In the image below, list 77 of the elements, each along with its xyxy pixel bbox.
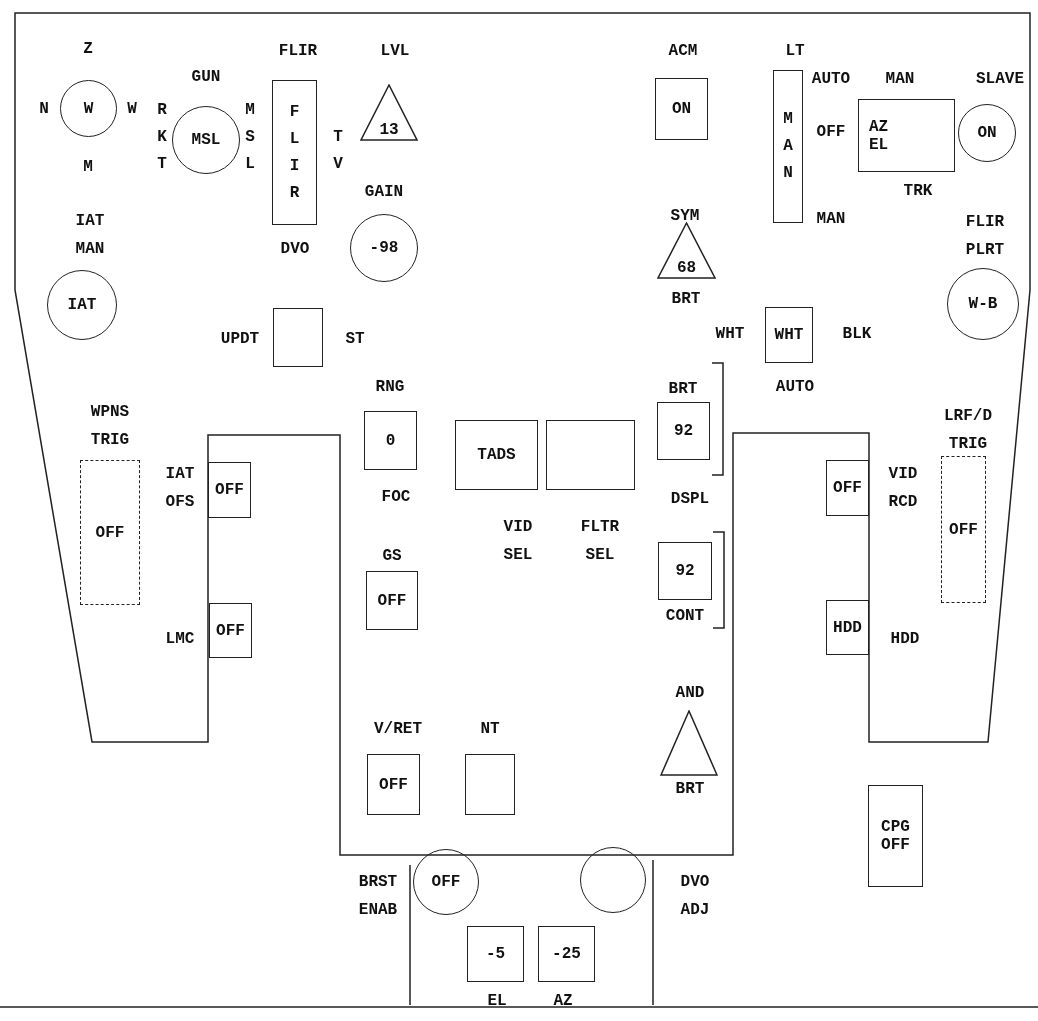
control-label: MAN <box>816 210 846 228</box>
trigger-guard-switch: OFF <box>80 460 140 605</box>
control-label: LT <box>785 42 805 60</box>
control-label: BRST ENAB <box>357 872 399 921</box>
control-label: WHT <box>715 325 745 343</box>
control-label: AZ <box>553 992 573 1010</box>
triangle-knob: 13 <box>360 84 418 141</box>
switch-button: OFF <box>208 462 251 518</box>
switch-button: OFF <box>826 460 869 516</box>
control-label: SYM <box>670 207 700 225</box>
control-label: BRT <box>671 290 701 308</box>
control-label: N <box>39 100 49 118</box>
control-label: AND <box>675 684 705 702</box>
control-label: OFF <box>816 123 846 141</box>
switch-button <box>465 754 515 815</box>
switch-button: 92 <box>657 402 710 460</box>
control-label: NT <box>480 720 500 738</box>
control-label: LMC <box>165 630 195 648</box>
switch-button <box>273 308 323 367</box>
control-label: M S L <box>245 100 255 175</box>
control-label: WPNS TRIG <box>89 402 131 451</box>
switch-button: TADS <box>455 420 538 490</box>
control-label: FLIR <box>278 42 318 60</box>
switch-button: OFF <box>209 603 252 658</box>
control-label: ACM <box>668 42 698 60</box>
control-label: RNG <box>375 378 405 396</box>
control-label: BLK <box>842 325 872 343</box>
triangle-knob <box>660 710 718 776</box>
control-label: V/RET <box>374 720 422 738</box>
switch-button: 0 <box>364 411 417 470</box>
control-label: DSPL <box>670 490 710 508</box>
control-label: GS <box>382 547 402 565</box>
switch-button: OFF <box>367 754 420 815</box>
control-label: LRF/D TRIG <box>943 406 993 455</box>
switch-button <box>546 420 635 490</box>
control-label: W <box>127 100 137 118</box>
switch-button: HDD <box>826 600 869 655</box>
switch-button: WHT <box>765 307 813 363</box>
control-label: Z <box>83 40 93 58</box>
switch-button: 92 <box>658 542 712 600</box>
control-label: LVL <box>380 42 410 60</box>
triangle-knob: 68 <box>657 222 716 279</box>
control-label: BRT <box>675 780 705 798</box>
control-label: UPDT <box>220 330 260 348</box>
switch-button: F L I R <box>272 80 317 225</box>
control-label: GAIN <box>364 183 404 201</box>
control-label: BRT <box>668 380 698 398</box>
control-label: IAT MAN <box>74 211 106 260</box>
control-label: AUTO <box>811 70 851 88</box>
switch-button: OFF <box>366 571 418 630</box>
control-label: MAN <box>885 70 915 88</box>
switch-button: AZ EL <box>858 99 955 172</box>
control-label: VID RCD <box>887 464 919 513</box>
control-label: CONT <box>665 607 705 625</box>
control-label: M <box>83 158 93 176</box>
control-label: TRK <box>903 182 933 200</box>
control-label: ST <box>345 330 365 348</box>
control-label: GUN <box>191 68 221 86</box>
control-label: FOC <box>381 488 411 506</box>
control-label: HDD <box>890 630 920 648</box>
control-label: T V <box>333 127 343 175</box>
control-label: FLTR SEL <box>579 517 621 566</box>
control-label: IAT OFS <box>164 464 196 513</box>
control-label: AUTO <box>775 378 815 396</box>
control-label: R K T <box>157 100 167 175</box>
control-label: VID SEL <box>502 517 534 566</box>
switch-button: -25 <box>538 926 595 982</box>
trigger-guard-switch: OFF <box>941 456 986 603</box>
control-label: FLIR PLRT <box>964 212 1006 261</box>
switch-button: -5 <box>467 926 524 982</box>
switch-button: M A N <box>773 70 803 223</box>
control-label: DVO ADJ <box>679 872 711 921</box>
switch-button: CPG OFF <box>868 785 923 887</box>
control-label: EL <box>487 992 507 1010</box>
control-label: DVO <box>280 240 310 258</box>
switch-button: ON <box>655 78 708 140</box>
control-label: SLAVE <box>976 70 1024 88</box>
